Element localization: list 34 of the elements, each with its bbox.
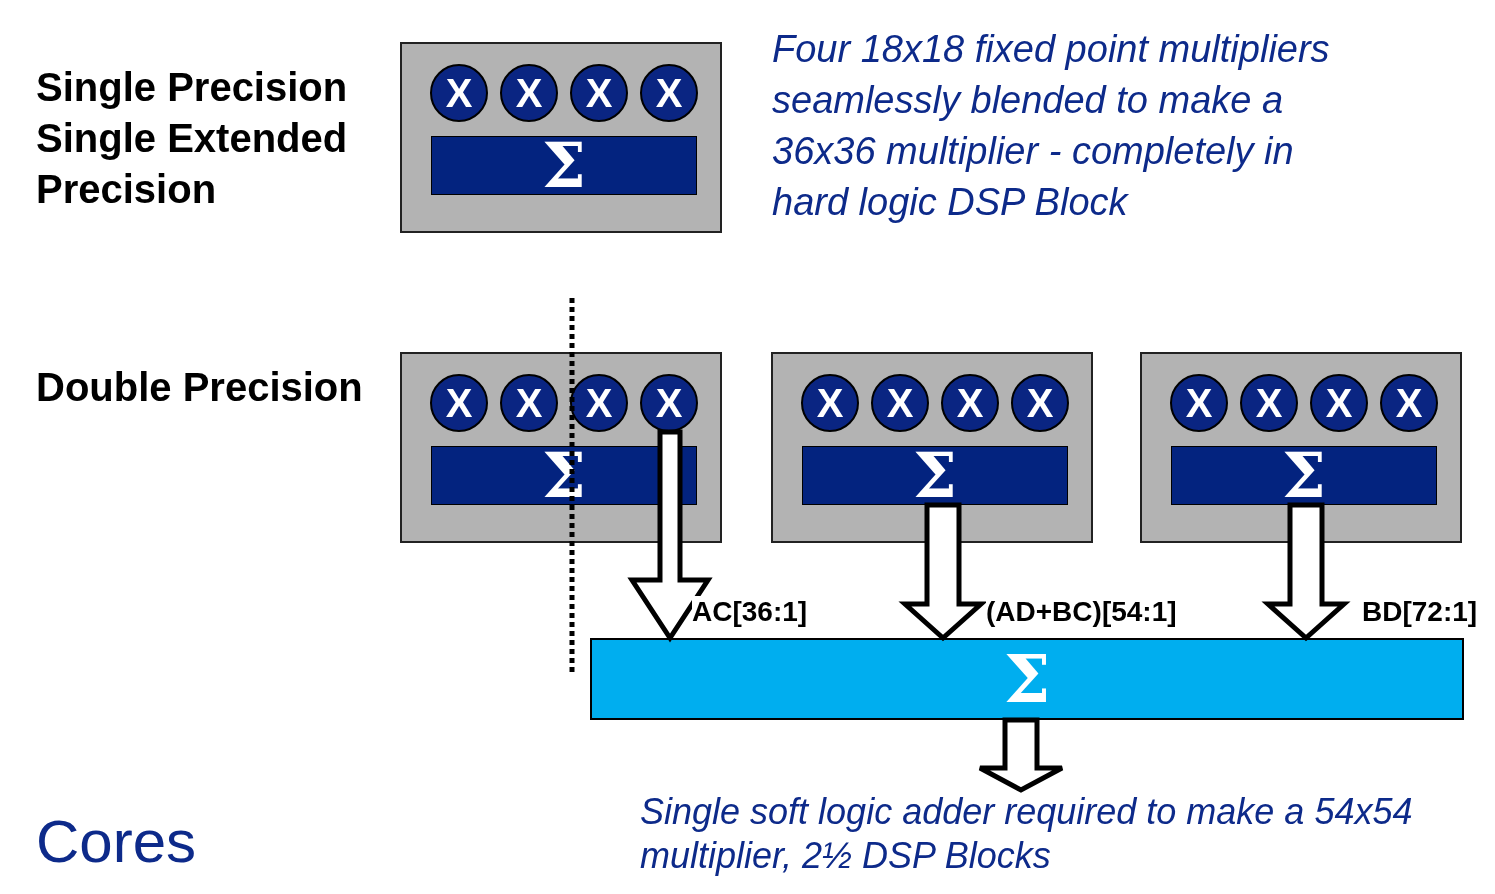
multiplier-circle: X (1011, 374, 1069, 432)
dsp-block (771, 352, 1093, 543)
multiplier-circle: X (430, 374, 488, 432)
heading-text: Cores (36, 808, 198, 876)
adder-bar: Σ (590, 638, 1464, 720)
multiplier-circle: X (640, 64, 698, 122)
multiplier-circle: X (500, 64, 558, 122)
block-arrow (627, 429, 713, 643)
heading-text: Single Precision Single Extended Precision (36, 64, 349, 213)
multiplier-circle: X (570, 64, 628, 122)
multiplier-circle: X (801, 374, 859, 432)
multiplier-circle: X (941, 374, 999, 432)
multiplier-circle: X (1240, 374, 1298, 432)
edge-label: AC[36:1] (692, 596, 808, 628)
dsp-block (400, 352, 722, 543)
adder-bar: Σ (431, 136, 697, 195)
block-arrow (1261, 502, 1351, 642)
block-arrow (977, 717, 1065, 793)
dsp-block (400, 42, 722, 233)
multiplier-circle: X (430, 64, 488, 122)
adder-bar: Σ (802, 446, 1068, 505)
dsp-block (1140, 352, 1462, 543)
multiplier-circle: X (640, 374, 698, 432)
multiplier-circle: X (570, 374, 628, 432)
multiplier-circle: X (1170, 374, 1228, 432)
note-text: Single soft logic adder required to make a 54x54 multiplier, 2½ DSP Blocks (640, 790, 1440, 878)
adder-bar: Σ (1171, 446, 1437, 505)
multiplier-circle: X (1310, 374, 1368, 432)
block-arrow (898, 502, 988, 642)
heading-text: Double Precision (36, 364, 364, 411)
multiplier-circle: X (871, 374, 929, 432)
note-text: Four 18x18 fixed point multipliers seamlessly blended to make a 36x36 multiplier - completely in hard logic DSP Block (772, 27, 1331, 225)
multiplier-circle: X (500, 374, 558, 432)
multiplier-circle: X (1380, 374, 1438, 432)
